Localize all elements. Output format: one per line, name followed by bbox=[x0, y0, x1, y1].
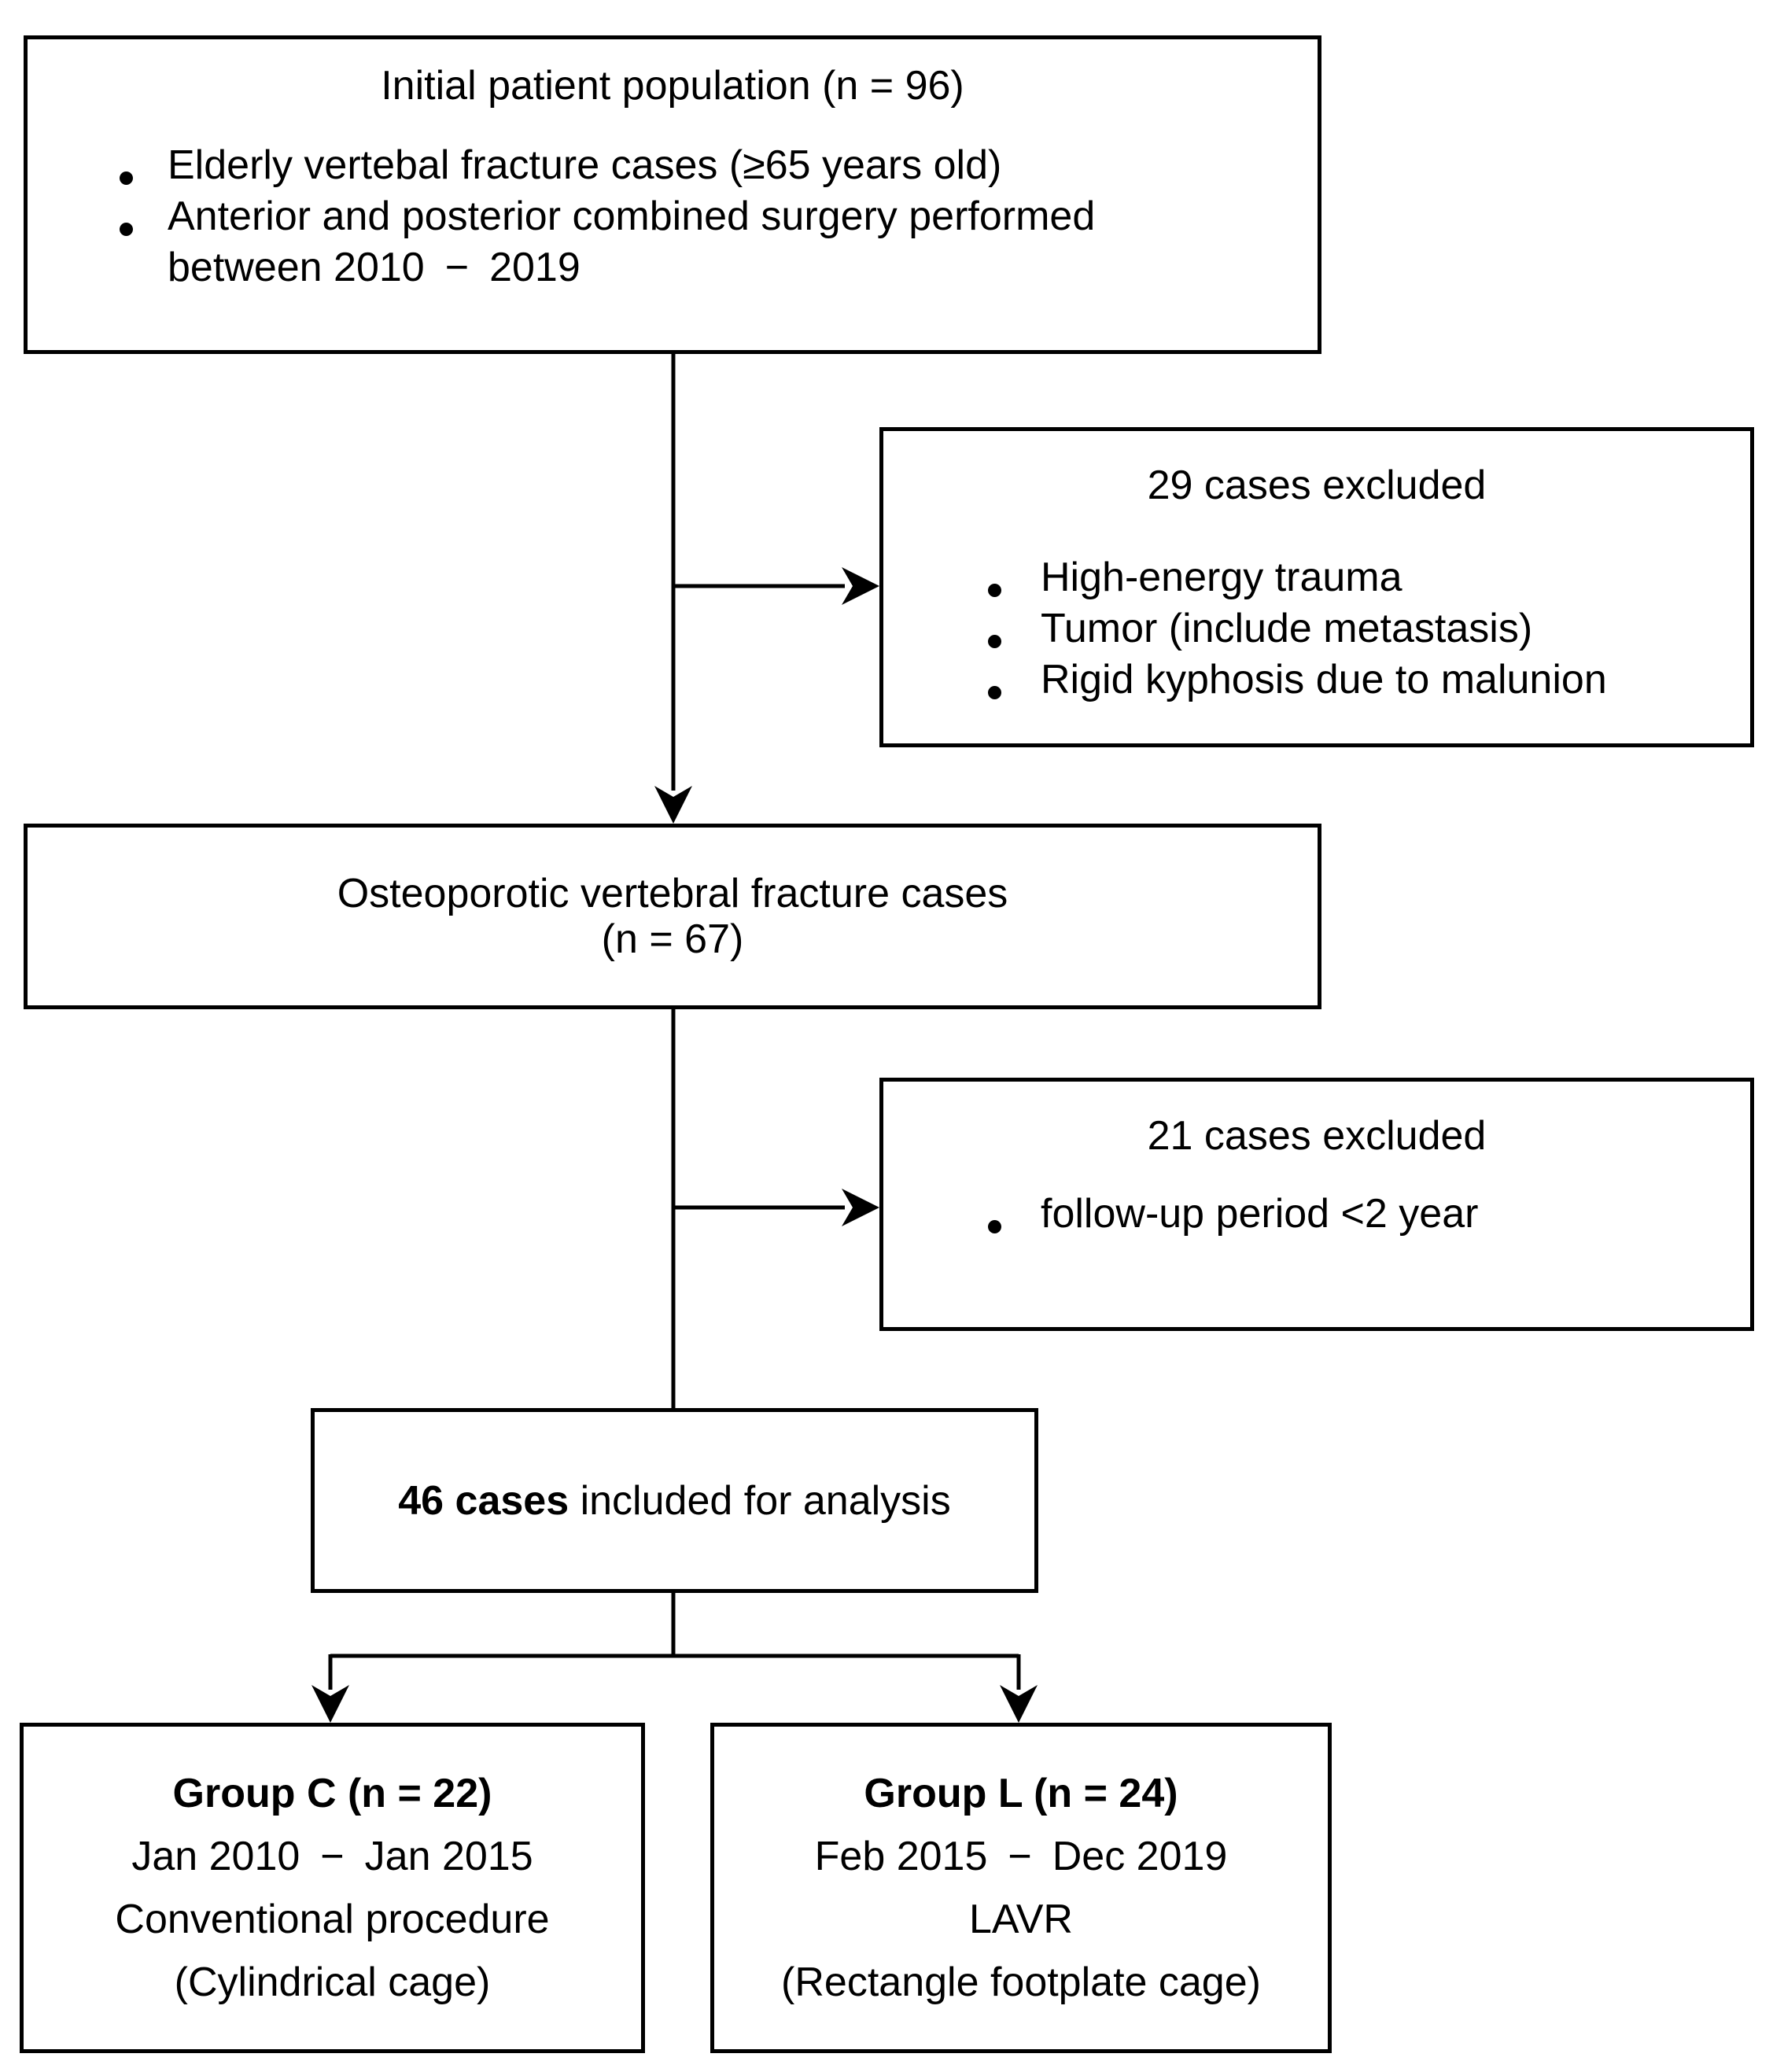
group-c-details: Jan 2010 − Jan 2015 Conventional procedu… bbox=[115, 1834, 550, 2005]
arrowhead-down-group-l bbox=[1000, 1685, 1038, 1723]
initial-population-box: Initial patient population (n = 96) Elde… bbox=[24, 35, 1321, 354]
excluded-21-title: 21 cases excluded bbox=[1147, 1113, 1487, 1159]
bullet-item: High-energy trauma bbox=[883, 552, 1750, 603]
initial-population-bullets: Elderly vertebal fracture cases (≥65 yea… bbox=[28, 140, 1318, 293]
bullet-item: Elderly vertebal fracture cases (≥65 yea… bbox=[28, 140, 1318, 191]
arrowhead-right-excluded1 bbox=[842, 567, 879, 605]
arrowhead-right-excluded2 bbox=[842, 1189, 879, 1226]
osteoporotic-cases-text: Osteoporotic vertebral fracture cases (n… bbox=[337, 871, 1008, 962]
group-l-box: Group L (n = 24) Feb 2015 − Dec 2019 LAV… bbox=[710, 1723, 1332, 2053]
included-cases-box: 46 cases included for analysis bbox=[311, 1408, 1038, 1593]
bullet-item: follow-up period <2 year bbox=[883, 1189, 1750, 1240]
arrowhead-down-osteoporotic bbox=[654, 786, 692, 824]
osteoporotic-cases-box: Osteoporotic vertebral fracture cases (n… bbox=[24, 824, 1321, 1009]
excluded-21-box: 21 cases excluded follow-up period <2 ye… bbox=[879, 1078, 1754, 1331]
included-cases-count: 46 cases bbox=[398, 1477, 569, 1524]
group-l-details: Feb 2015 − Dec 2019 LAVR (Rectangle foot… bbox=[781, 1834, 1261, 2005]
initial-population-title: Initial patient population (n = 96) bbox=[381, 63, 964, 109]
excluded-29-box: 29 cases excluded High-energy trauma Tum… bbox=[879, 427, 1754, 747]
arrowhead-down-group-c bbox=[311, 1685, 349, 1723]
excluded-21-bullets: follow-up period <2 year bbox=[883, 1189, 1750, 1240]
bullet-item: Rigid kyphosis due to malunion bbox=[883, 654, 1750, 706]
bullet-item: Tumor (include metastasis) bbox=[883, 603, 1750, 654]
included-cases-label: included for analysis bbox=[569, 1477, 951, 1524]
excluded-29-title: 29 cases excluded bbox=[1147, 463, 1487, 508]
included-cases-text: 46 cases included for analysis bbox=[398, 1477, 951, 1525]
group-c-title: Group C (n = 22) bbox=[172, 1771, 492, 1816]
excluded-29-bullets: High-energy trauma Tumor (include metast… bbox=[883, 552, 1750, 706]
group-l-title: Group L (n = 24) bbox=[864, 1771, 1178, 1816]
group-c-box: Group C (n = 22) Jan 2010 − Jan 2015 Con… bbox=[20, 1723, 645, 2053]
bullet-item: Anterior and posterior combined surgery … bbox=[28, 191, 1318, 293]
